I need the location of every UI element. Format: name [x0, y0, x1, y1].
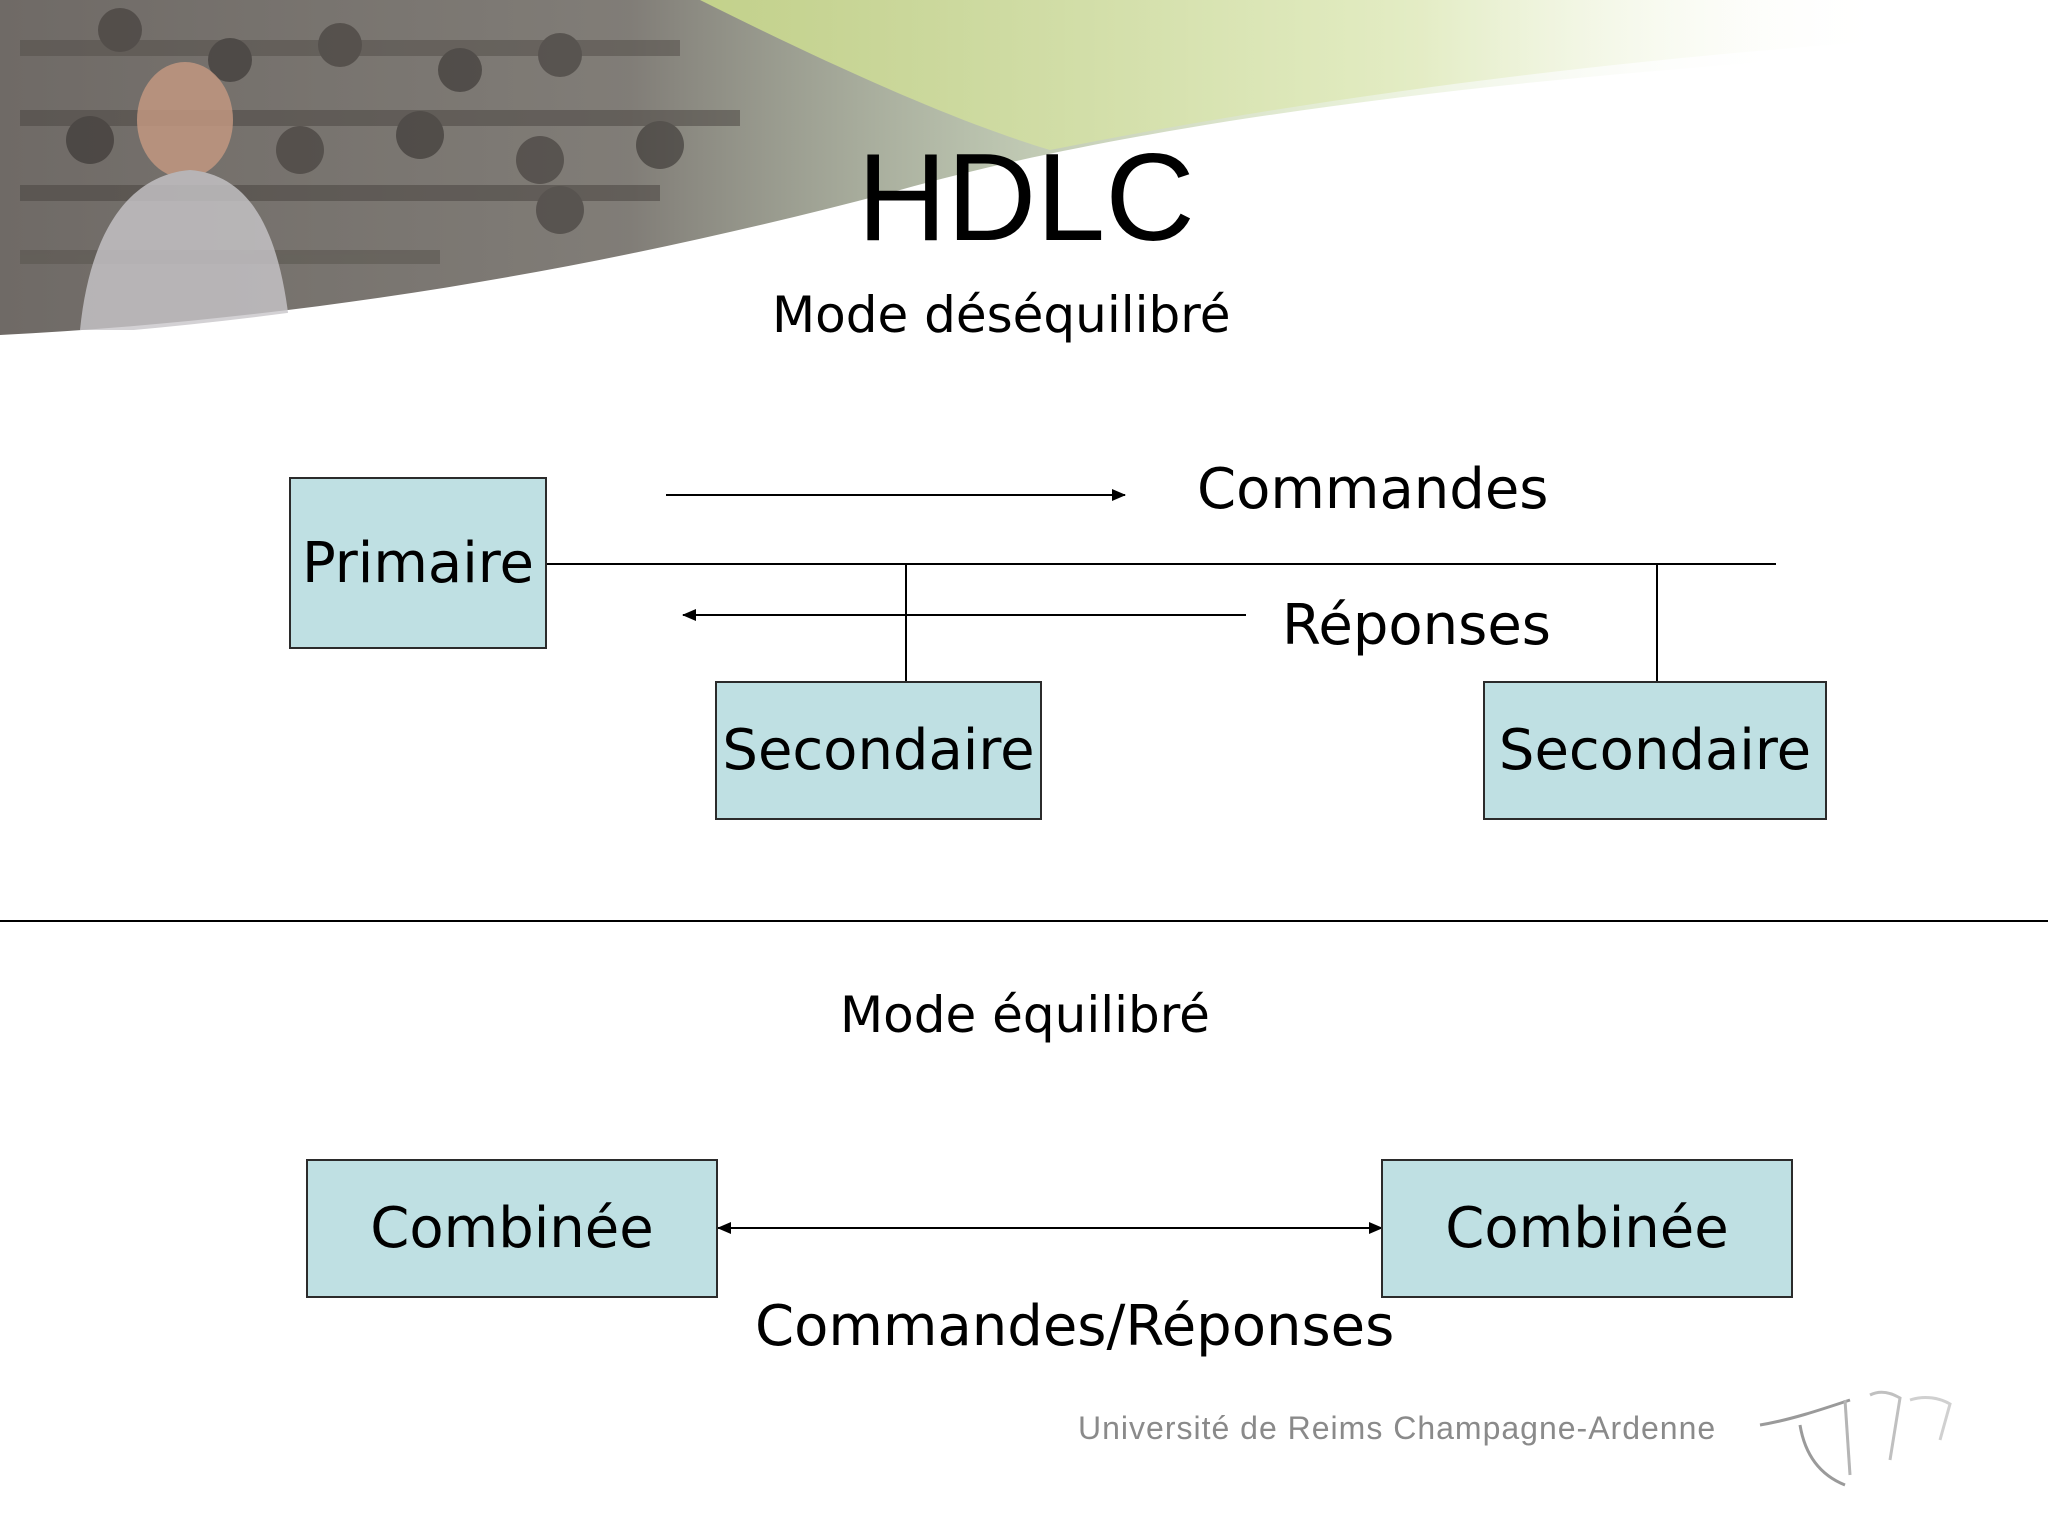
node-secondary-1-label: Secondaire [722, 718, 1035, 783]
node-combined-2-label: Combinée [1445, 1196, 1729, 1261]
header-banner-photo [0, 0, 2048, 360]
node-combined-1-label: Combinée [370, 1196, 654, 1261]
unbalanced-mode-heading: Mode déséquilibré [772, 286, 1231, 344]
node-combined-1: Combinée [306, 1159, 718, 1298]
commands-label: Commandes [1197, 457, 1549, 522]
node-secondary-2: Secondaire [1483, 681, 1827, 820]
node-secondary-2-label: Secondaire [1498, 718, 1812, 783]
university-logo-icon [1759, 1390, 1952, 1487]
node-primary-label: Primaire [301, 530, 535, 596]
responses-label: Réponses [1282, 593, 1551, 658]
node-secondary-1: Secondaire [715, 681, 1042, 820]
node-combined-2: Combinée [1381, 1159, 1793, 1298]
balanced-mode-heading: Mode équilibré [840, 986, 1210, 1044]
university-name: Université de Reims Champagne-Ardenne [1078, 1410, 1717, 1446]
slide-title: HDLC [857, 129, 1195, 267]
node-primary: Primaire [289, 477, 547, 649]
balanced-link-label: Commandes/Réponses [755, 1294, 1395, 1359]
